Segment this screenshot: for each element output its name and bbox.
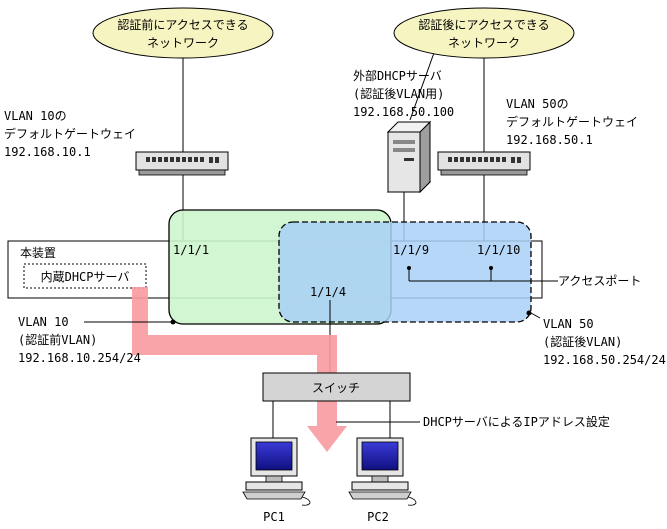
dhcp-flow-arrow bbox=[132, 287, 347, 452]
vlan10-subtitle: (認証前VLAN) bbox=[18, 332, 97, 347]
vlan50-title: VLAN 50 bbox=[543, 317, 594, 331]
port-1-1-9-label: 1/1/9 bbox=[393, 243, 429, 257]
external-dhcp-ip: 192.168.50.100 bbox=[353, 105, 454, 119]
cloud-post-auth-label2: ネットワーク bbox=[448, 36, 520, 50]
cloud-post-auth-label: 認証後にアクセスできる bbox=[418, 17, 549, 32]
dhcp-server-icon bbox=[386, 120, 432, 194]
switch-box bbox=[262, 372, 411, 402]
port-1-1-1-label: 1/1/1 bbox=[173, 243, 209, 257]
router-vlan10-icon bbox=[135, 151, 229, 176]
pc1-label: PC1 bbox=[263, 510, 285, 524]
vlan50-pointer bbox=[530, 312, 541, 319]
internal-dhcp-box bbox=[23, 263, 147, 289]
vlan10-title: VLAN 10 bbox=[18, 315, 69, 329]
vlan50-gateway-subtitle: デフォルトゲートウェイ bbox=[506, 114, 638, 129]
vlan10-gateway-ip: 192.168.10.1 bbox=[4, 145, 91, 159]
cloud-pre-auth-label: 認証前にアクセスできる bbox=[117, 17, 248, 32]
external-dhcp-title: 外部DHCPサーバ bbox=[353, 68, 442, 83]
vlan50-gateway-title: VLAN 50の bbox=[506, 97, 569, 111]
pc2-label: PC2 bbox=[367, 510, 389, 524]
internal-dhcp-label: 内蔵DHCPサーバ bbox=[41, 270, 130, 284]
cloud-post-auth bbox=[393, 7, 575, 59]
vlan50-gateway-ip: 192.168.50.1 bbox=[506, 133, 593, 147]
vlan50-region bbox=[278, 221, 532, 323]
switch-label: スイッチ bbox=[312, 381, 360, 395]
vlan50-subtitle: (認証後VLAN) bbox=[543, 334, 622, 349]
vlan10-pointer-dot bbox=[170, 319, 176, 325]
router-vlan50-icon bbox=[437, 151, 531, 176]
vlan50-ip: 192.168.50.254/24 bbox=[543, 353, 666, 367]
external-dhcp-subtitle: (認証後VLAN用) bbox=[353, 86, 444, 101]
pc2-icon bbox=[348, 437, 417, 506]
port-1-1-10-label: 1/1/10 bbox=[477, 243, 520, 257]
dhcp-note-label: DHCPサーバによるIPアドレス設定 bbox=[423, 414, 610, 429]
vlan10-gateway-title: VLAN 10の bbox=[4, 109, 67, 123]
device-label: 本装置 bbox=[20, 246, 56, 260]
vlan10-gateway-subtitle: デフォルトゲートウェイ bbox=[4, 126, 136, 141]
vlan50-pointer-dot bbox=[526, 310, 532, 316]
access-port-label: アクセスポート bbox=[558, 274, 641, 288]
cloud-pre-auth-label2: ネットワーク bbox=[147, 36, 219, 50]
cloud-pre-auth bbox=[92, 7, 274, 59]
vlan10-ip: 192.168.10.254/24 bbox=[18, 351, 141, 365]
pc1-icon bbox=[242, 437, 311, 506]
port-1-1-4-label: 1/1/4 bbox=[310, 285, 346, 299]
